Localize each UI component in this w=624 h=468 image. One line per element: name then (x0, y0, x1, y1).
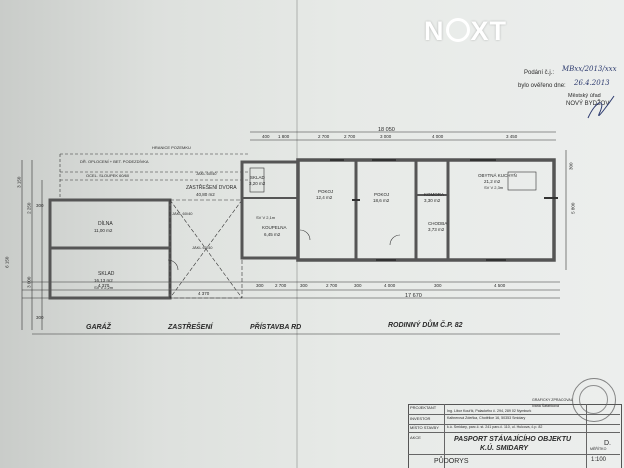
designer-label: PROJEKTANT (410, 405, 437, 410)
title-block-divider (408, 424, 620, 425)
fence-label: HRANICE POZEMKU (152, 145, 191, 150)
room-area: 16,13 m2 (94, 278, 113, 283)
project-title-1: PASPORT STÁVAJÍCÍHO OBJEKTU (454, 436, 572, 443)
title-block-divider (408, 432, 620, 433)
room-name: SKLAD (98, 271, 115, 277)
scale-value: 1:100 (591, 457, 607, 463)
height-note: SV V 2,2m (94, 285, 114, 290)
ref-label: Podání č.j.: (524, 70, 555, 76)
room-area: 3,20 m2 (249, 181, 266, 186)
room-area: 11,00 m2 (94, 228, 113, 233)
room-area: 18,6 m2 (373, 198, 390, 203)
dim-bottom: 4 370 (198, 291, 210, 296)
beam-note: JÄKL 60/40 (196, 171, 217, 176)
dim-left: 3 000 (26, 276, 32, 288)
site-value: k.ú. Smidary, parc.č. st. 241 parc.č. 11… (447, 425, 543, 429)
dim-bottom: 4 500 (494, 283, 506, 288)
room-name: DÍLNA (98, 221, 113, 227)
drawn-label: GRAFICKY ZPRACOVAL (532, 398, 573, 402)
dim-bottom: 300 (256, 283, 264, 288)
dim-bottom: 2 700 (326, 283, 338, 288)
room-name: KOUPELNA (262, 225, 287, 230)
dim-left: 300 (36, 203, 44, 208)
overall-dim-top: 18 050 (378, 127, 395, 133)
dim-bottom: 300 (434, 283, 442, 288)
office-name: NOVÝ BYDŽOV (566, 101, 610, 107)
title-block (408, 404, 622, 468)
room-name: POKOJ (374, 192, 390, 197)
fence-note: DŘ. OPLOCENÍ + BET. PODEZDÍVKA (80, 159, 149, 164)
room-area: 6,45 m2 (264, 232, 281, 237)
title-block-divider (444, 404, 445, 468)
title-block-divider (586, 404, 587, 468)
overall-dim-bottom: 17 670 (405, 293, 422, 299)
section-label: GARÁŽ (86, 324, 111, 331)
drawing-title: PŮDORYS (434, 458, 469, 465)
dim-top: 400 (262, 134, 270, 139)
scale-label: MĚŘÍTKO (590, 447, 607, 451)
drawn-value: Ivana Šafaříková (532, 404, 559, 408)
title-block-divider (408, 454, 620, 455)
dim-left: 300 (36, 315, 44, 320)
dim-top: 3 000 (380, 134, 392, 139)
dim-top: 3 450 (506, 134, 518, 139)
room-name: POKOJ (318, 189, 334, 194)
room-name: KOMORA (424, 192, 445, 197)
round-stamp (572, 378, 616, 422)
verified-label: bylo ověřeno dne: (518, 83, 566, 89)
beam-note: JÄKL 60/40 (172, 211, 193, 216)
dim-top: 1 800 (278, 134, 290, 139)
ref-value: MBxx/2013/xxx (562, 65, 617, 73)
dim-left: 2 250 (26, 202, 32, 214)
room-name: ZASTŘEŠENÍ DVORA (186, 185, 237, 191)
room-name: CHODBA (428, 221, 448, 226)
action-label: AKCE (410, 435, 421, 440)
dim-top: 2 700 (344, 134, 356, 139)
dim-right: 5 800 (570, 202, 576, 214)
dim-left: 6 150 (4, 256, 10, 268)
room-area: 12,4 m2 (316, 195, 333, 200)
project-title-2: K.Ú. SMIDARY (480, 445, 529, 452)
dim-left: 3 150 (16, 176, 22, 188)
height-note: SV V 2,3m (484, 185, 504, 190)
section-label: RODINNÝ DŮM Č.P. 82 (388, 322, 463, 329)
fence-note: OCEL. SLOUPEK 60/60 (86, 173, 130, 178)
room-area: 21,2 m2 (484, 179, 501, 184)
site-label: MÍSTO STAVBY (410, 425, 439, 430)
dim-bottom: 300 (300, 283, 308, 288)
beam-note: JÄKL 60/40 (192, 245, 213, 250)
dim-bottom: 2 700 (275, 283, 287, 288)
sheet-value: D. (604, 440, 611, 447)
room-name: OBYTNÁ KUCHYŇ (478, 173, 517, 178)
designer-value: Ing. Libor Kouřík, Palackého č. 294, 289… (447, 409, 532, 413)
room-area: 3,73 m2 (428, 227, 445, 232)
section-label: ZASTŘEŠENÍ (168, 324, 213, 331)
investor-label: INVESTOR (410, 416, 431, 421)
room-name: SKLAD (250, 175, 265, 180)
height-note: SV V 2,1m (256, 215, 276, 220)
room-area: 40,80 m2 (196, 192, 215, 197)
verified-value: 26.4.2013 (574, 79, 610, 87)
office-label: Městský úřad (568, 93, 601, 99)
title-block-divider (408, 414, 620, 415)
section-label: PŘÍSTAVBA RD (250, 324, 302, 331)
dim-bottom: 4 000 (384, 283, 396, 288)
dim-top: 2 700 (318, 134, 330, 139)
dim-top: 4 000 (432, 134, 444, 139)
dim-bottom: 4 370 (98, 283, 110, 288)
room-area: 3,30 m2 (424, 198, 441, 203)
dim-right: 300 (568, 162, 574, 171)
dim-bottom: 300 (354, 283, 362, 288)
investor-value: Kaltnerová Zdeňka, Chotělice 16, 50353 S… (447, 416, 526, 420)
